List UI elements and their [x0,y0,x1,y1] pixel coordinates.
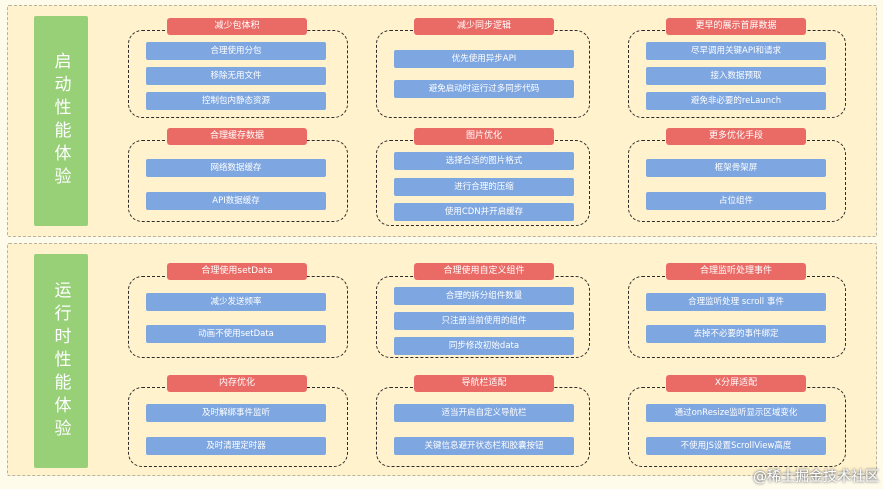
list-item: 合理的拆分组件数量 [394,287,574,305]
list-item: 占位组件 [646,192,826,210]
list-item: 避免非必要的reLaunch [646,92,826,110]
group-title: 减少同步逻辑 [414,18,554,35]
section-startup: 启动性能体验 减少包体积 合理使用分包 移除无用文件 控制包内静态资源 减少同步… [7,5,877,237]
list-item: 网络数据缓存 [146,159,326,177]
list-item: 通过onResize监听显示区域变化 [646,404,826,422]
group-title: 更早的展示首屏数据 [666,18,806,35]
list-item: 使用CDN并开启缓存 [394,203,574,221]
watermark: @稀土掘金技术社区 [753,469,879,485]
group-title: 减少包体积 [167,18,307,35]
list-item: 尽早调用关键API和请求 [646,42,826,60]
list-item: 只注册当前使用的组件 [394,312,574,330]
group-box [628,387,846,467]
section-runtime: 运行时性能体验 合理使用setData 减少发送频率 动画不使用setData … [7,243,877,476]
group-box [128,387,348,467]
group-box [376,387,590,467]
list-item: 选择合适的图片格式 [394,152,574,170]
group-title: 导航栏适配 [414,375,554,392]
list-item: 合理使用分包 [146,42,326,60]
list-item: 关键信息避开状态栏和胶囊按钮 [394,437,574,455]
list-item: 动画不使用setData [146,325,326,343]
group-title: 合理监听处理事件 [666,263,806,280]
group-box [128,276,348,358]
list-item: 合理监听处理 scroll 事件 [646,293,826,311]
list-item: 进行合理的压缩 [394,178,574,196]
group-title: 更多优化手段 [666,128,806,145]
list-item: 优先使用异步API [394,50,574,68]
group-box [376,30,590,118]
group-title: 合理使用自定义组件 [414,263,554,280]
list-item: 适当开启自定义导航栏 [394,404,574,422]
list-item: 框架骨架屏 [646,159,826,177]
group-title: 内存优化 [167,375,307,392]
list-item: 减少发送频率 [146,293,326,311]
list-item: API数据缓存 [146,192,326,210]
group-title: 合理使用setData [167,263,307,280]
list-item: 及时清理定时器 [146,437,326,455]
list-item: 及时解绑事件监听 [146,404,326,422]
group-box [628,276,846,358]
list-item: 移除无用文件 [146,67,326,85]
list-item: 去掉不必要的事件绑定 [646,325,826,343]
section-label: 运行时性能体验 [34,254,88,468]
list-item: 控制包内静态资源 [146,92,326,110]
list-item: 接入数据预取 [646,67,826,85]
list-item: 不使用JS设置ScrollView高度 [646,437,826,455]
list-item: 同步修改初始data [394,337,574,355]
group-title: 图片优化 [414,128,554,145]
group-title: X分屏适配 [666,375,806,392]
section-label: 启动性能体验 [34,16,88,226]
list-item: 避免启动时运行过多同步代码 [394,80,574,98]
group-title: 合理缓存数据 [167,128,307,145]
